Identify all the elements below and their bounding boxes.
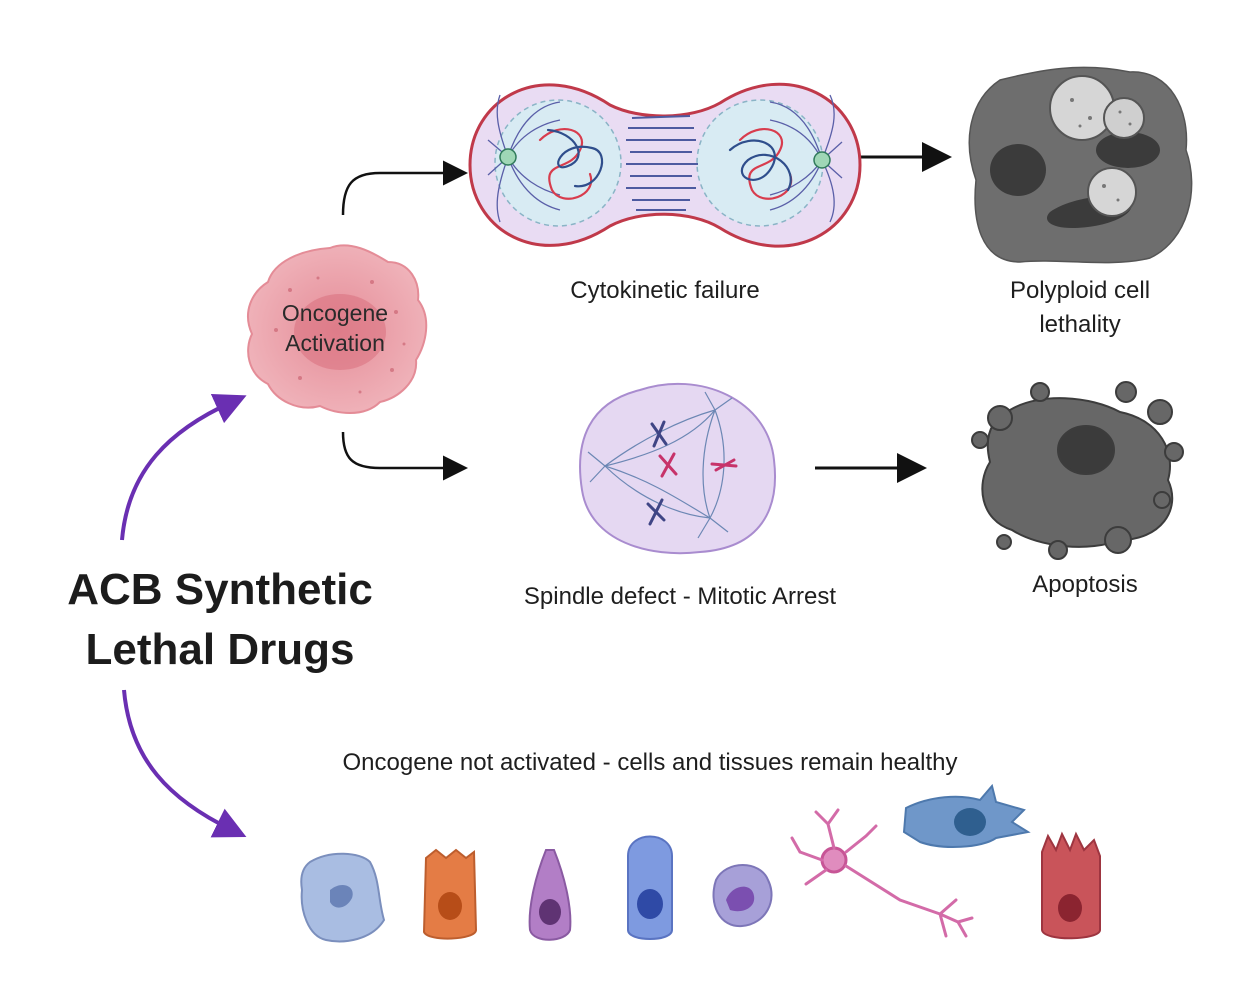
arrow-to-healthy — [122, 689, 247, 838]
goblet-cell-icon — [528, 849, 572, 941]
healthy-cell-icons — [300, 783, 1101, 943]
lymphocyte-cell-icon — [712, 864, 773, 928]
drug-title-line1: ACB Synthetic — [67, 565, 373, 614]
neuron-cell-icon — [790, 808, 974, 938]
oncogene-label-line2: Activation — [285, 330, 385, 356]
apoptotic-cell-icon — [971, 381, 1184, 560]
polyploid-cell-icon — [968, 66, 1193, 264]
healthy-caption: Oncogene not activated - cells and tissu… — [342, 749, 958, 776]
apoptosis-label: Apoptosis — [1032, 571, 1138, 598]
oncogene-label: Oncogene Activation — [250, 298, 420, 358]
arrow-to-oncogene — [120, 394, 247, 541]
arrow-to-spindle — [341, 431, 468, 481]
macrophage-cell-icon — [300, 852, 386, 943]
arrow-to-cytokinesis — [341, 160, 468, 216]
villus-cell-icon — [1041, 831, 1101, 940]
oncogene-cell-icon — [247, 244, 428, 414]
polyploid-label-line1: Polyploid cell — [1009, 277, 1151, 304]
drug-title-line2: Lethal Drugs — [85, 625, 355, 674]
spindle-cell-icon — [579, 382, 776, 555]
polyploid-label: Polyploid cell lethality — [960, 274, 1200, 342]
oncogene-label-line1: Oncogene — [281, 300, 389, 326]
fibroblast-cell-icon — [902, 783, 1031, 848]
secretory-cell-icon — [627, 835, 673, 940]
columnar-cell-icon — [422, 848, 478, 940]
cytokinetic-failure-label: Cytokinetic failure — [570, 277, 760, 304]
polyploid-label-line2: lethality — [1039, 311, 1121, 338]
dividing-cell-icon — [468, 82, 862, 248]
drug-title: ACB Synthetic Lethal Drugs — [40, 560, 400, 680]
spindle-defect-label: Spindle defect - Mitotic Arrest — [523, 583, 837, 610]
